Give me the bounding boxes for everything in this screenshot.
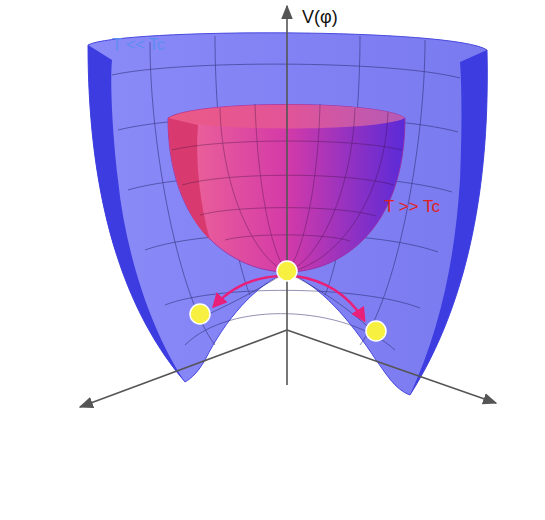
grid-lines [112,36,460,350]
temperature-label: T >> Tc [384,198,440,217]
state-dots [190,261,386,341]
temperature-label: T << Tc [112,36,165,54]
cut-face [410,50,487,395]
roll-arrows [214,276,364,320]
cut-face [88,45,185,382]
cut-face [168,118,210,240]
axis-label: V(φ) [302,8,338,28]
axes [80,6,496,407]
